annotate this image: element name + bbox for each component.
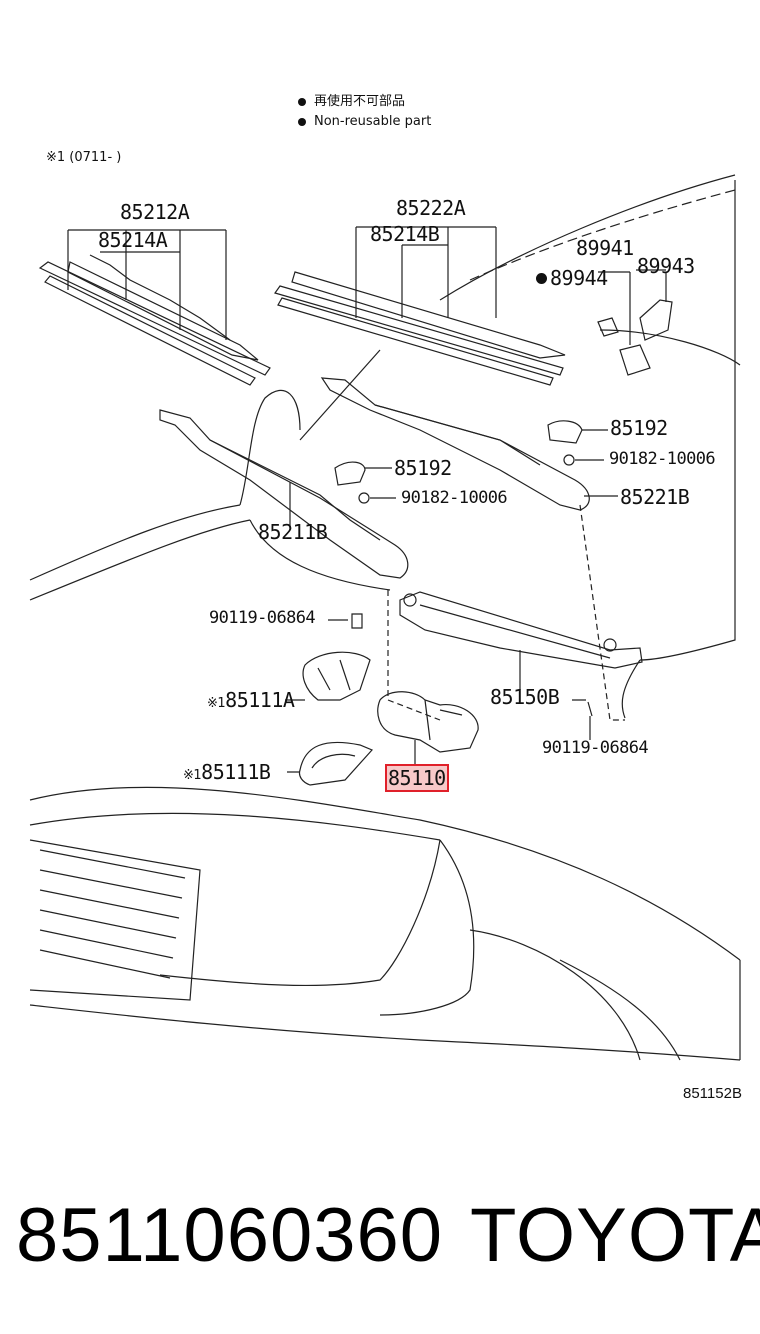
callout-85214A: 85214A	[98, 228, 168, 252]
product-footer: 8511060360 TOYOTA	[0, 1180, 760, 1290]
callout-85211B: 85211B	[258, 520, 328, 544]
brand-name: TOYOTA	[470, 1193, 760, 1278]
cowl-line-left-2	[29, 519, 251, 601]
callout-89941: 89941	[576, 236, 634, 260]
date-note: ※1 (0711- )	[46, 150, 122, 165]
cowl-lower	[249, 519, 391, 591]
callout-89944: 89944	[536, 266, 608, 290]
note-mark: ※1	[183, 768, 202, 783]
grille-frame	[29, 839, 201, 1001]
fender-top	[29, 786, 741, 961]
nozzle-89943	[639, 299, 673, 341]
callout-89944-text: 89944	[550, 266, 608, 290]
legend-row-en: Non-reusable part	[298, 112, 431, 132]
cap-left	[334, 461, 366, 486]
hood-edge-line	[439, 174, 736, 301]
callout-85192-right: 85192	[610, 416, 668, 440]
bumper-line	[29, 1004, 741, 1061]
callout-90119-right: 90119-06864	[542, 738, 649, 758]
callout-85111B-text: 85111B	[201, 760, 271, 784]
callout-85221B: 85221B	[620, 485, 690, 509]
callout-85111A-text: 85111A	[225, 688, 295, 712]
wiper-motor	[377, 691, 479, 753]
legend: 再使用不可部品 Non-reusable part	[298, 92, 431, 132]
callout-90182-right: 90182-10006	[609, 449, 716, 469]
callout-90119-left: 90119-06864	[209, 608, 316, 628]
a-pillar-curve	[239, 389, 301, 506]
callout-85192-left: 85192	[394, 456, 452, 480]
callout-90182-left: 90182-10006	[401, 488, 508, 508]
cap-right	[547, 420, 583, 444]
windshield-line	[599, 329, 741, 366]
right-leader-lines	[355, 227, 497, 318]
callout-85111B: ※185111B	[183, 760, 271, 784]
legend-row-jp: 再使用不可部品	[298, 92, 431, 112]
callout-85212A: 85212A	[120, 200, 190, 224]
callout-85150B: 85150B	[490, 685, 560, 709]
right-body-edge	[639, 180, 736, 661]
non-reusable-bullet-icon	[536, 273, 547, 284]
headlight-lower	[379, 839, 475, 1016]
note-mark: ※1	[207, 696, 226, 711]
figure-id: 851152B	[683, 1085, 742, 1102]
right-fender	[621, 659, 641, 719]
callout-85111A: ※185111A	[207, 688, 295, 712]
legend-jp-text: 再使用不可部品	[314, 94, 406, 109]
parts-diagram: 再使用不可部品 Non-reusable part ※1 (0711- ) 85…	[29, 92, 742, 1102]
callout-89943: 89943	[637, 254, 695, 278]
callout-85222A: 85222A	[396, 196, 466, 220]
left-blade-body	[67, 261, 259, 361]
legend-en-text: Non-reusable part	[314, 114, 432, 129]
bolt-right	[572, 699, 593, 740]
nozzle-89941	[619, 344, 651, 376]
right-wiper-arm	[320, 377, 590, 511]
fender-inner	[29, 812, 441, 841]
left-blade-rail	[38, 261, 271, 376]
wiper-linkage-85150B	[399, 591, 643, 669]
diagram-drawing	[29, 174, 741, 1061]
cowl-line-left	[29, 504, 241, 581]
callout-85214B: 85214B	[370, 222, 440, 246]
left-leader-lines	[67, 230, 227, 340]
bullet-icon	[298, 118, 306, 126]
callout-85110-highlighted[interactable]: 85110	[385, 764, 449, 792]
left-wiper-arm	[159, 409, 409, 579]
bolt-left	[328, 613, 363, 629]
bullet-icon	[298, 98, 306, 106]
hood-dashed-line	[469, 189, 736, 281]
right-blade-body	[291, 271, 566, 359]
cover-85111B	[298, 741, 374, 786]
cover-85111A	[302, 651, 371, 701]
nozzle-89944	[597, 317, 619, 337]
part-number: 8511060360	[16, 1193, 444, 1278]
headlight-outline	[159, 839, 441, 987]
wheel-arch	[469, 929, 641, 1061]
right-blade-rail	[274, 285, 564, 376]
